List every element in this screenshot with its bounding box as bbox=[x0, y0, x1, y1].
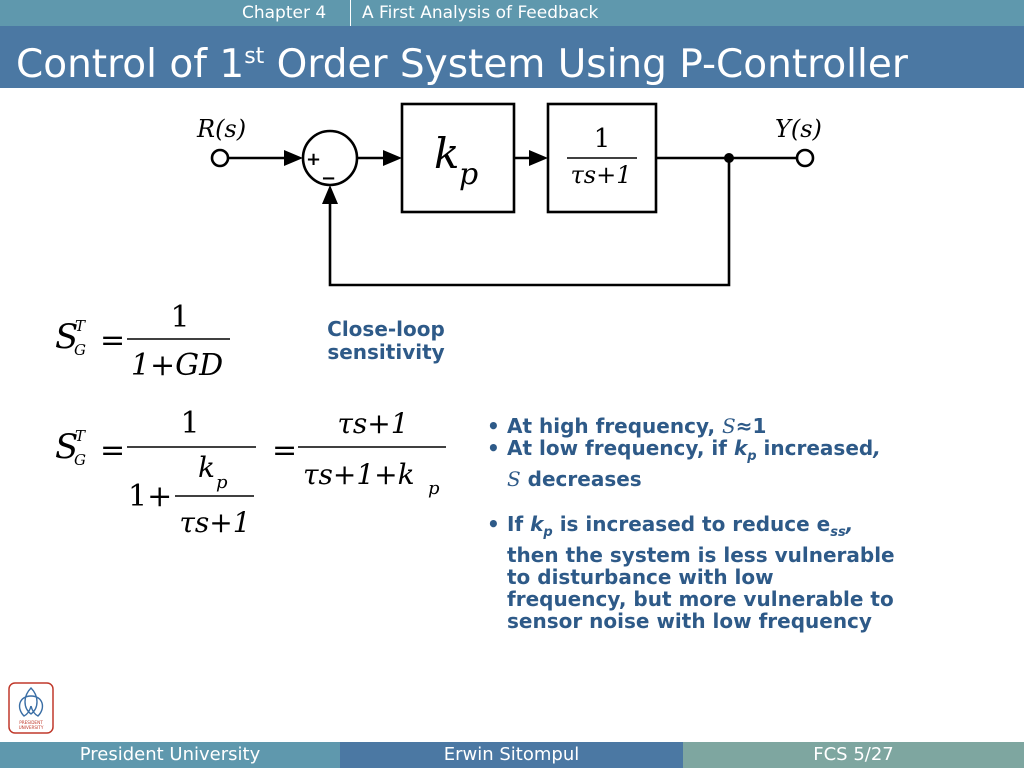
sensitivity-label-line2: sensitivity bbox=[327, 340, 445, 364]
sensitivity-symbol: S bbox=[722, 414, 736, 438]
footer-page-number: FCS 5/27 bbox=[683, 742, 1024, 768]
title-superscript: st bbox=[244, 44, 265, 69]
bullet-dot: • bbox=[487, 436, 500, 460]
eq2-inner-subscript: p bbox=[216, 472, 228, 493]
plant-numerator: 1 bbox=[594, 124, 611, 154]
bullet-text: At high frequency, bbox=[507, 414, 722, 438]
branch-point bbox=[724, 153, 734, 163]
arrow-feedback bbox=[322, 185, 338, 204]
output-node bbox=[795, 148, 815, 168]
eq2-rhs-subscript: p bbox=[428, 478, 440, 499]
eq1-sensitivity-symbol: S bbox=[55, 317, 78, 357]
footer-author: Erwin Sitompul bbox=[340, 742, 683, 768]
bullet-text: , bbox=[845, 512, 854, 536]
eq2-inner-numerator: k bbox=[198, 451, 215, 484]
gain-subscript: p bbox=[543, 525, 553, 540]
bullet-text: frequency, but more vulnerable to bbox=[507, 587, 894, 611]
eq2-rhs-denominator: τs+1+k bbox=[303, 458, 415, 491]
bullet-text: sensor noise with low frequency bbox=[507, 609, 872, 633]
eq2-denominator-prefix: 1+ bbox=[128, 479, 172, 514]
arrow-to-controller bbox=[383, 150, 402, 166]
eq2-rhs-numerator: τs+1 bbox=[337, 407, 408, 440]
bullet-text: , bbox=[873, 436, 881, 460]
bullet-text: If bbox=[507, 512, 531, 536]
plant-denominator: τs+1 bbox=[571, 161, 632, 189]
bullet-high-frequency: • At high frequency, S≈1 bbox=[487, 415, 987, 437]
sensitivity-label: Close-loop sensitivity bbox=[300, 318, 472, 364]
bullet-text: increased bbox=[756, 436, 874, 460]
footer-bar: President University Erwin Sitompul FCS … bbox=[0, 742, 1024, 768]
eq1-subscript: G bbox=[74, 341, 86, 359]
slide-title: Control of 1st Order System Using P-Cont… bbox=[16, 32, 908, 90]
chapter-number: Chapter 4 bbox=[242, 3, 327, 23]
president-university-logo: PRESIDENT UNIVERSITY bbox=[8, 682, 54, 734]
bullet-text: decreases bbox=[520, 467, 642, 491]
sensitivity-symbol: S bbox=[507, 467, 521, 491]
logo-text-1: PRESIDENT bbox=[19, 720, 43, 725]
feedback-path bbox=[328, 158, 731, 287]
chapter-bar bbox=[0, 0, 1024, 26]
title-post: Order System Using P-Controller bbox=[264, 42, 908, 87]
eq1-numerator: 1 bbox=[170, 300, 189, 335]
controller-gain: k bbox=[434, 129, 459, 178]
eq1-denominator: 1+GD bbox=[131, 348, 223, 383]
eq2-numerator: 1 bbox=[180, 406, 199, 441]
title-bar bbox=[0, 26, 1024, 88]
eq2-equals: = bbox=[100, 433, 125, 468]
bullet-dot: • bbox=[487, 512, 500, 536]
arrow-to-junction bbox=[284, 150, 303, 166]
eq2-inner-denominator: τs+1 bbox=[179, 506, 250, 539]
controller-subscript: p bbox=[459, 157, 478, 192]
logo-text-2: UNIVERSITY bbox=[19, 725, 44, 730]
chapter-divider bbox=[350, 0, 351, 26]
input-label: R(s) bbox=[196, 115, 246, 143]
bullet-low-frequency: • At low frequency, if kp increased, S dec… bbox=[487, 437, 987, 490]
bullet-kp-tradeoff: • If kp is increased to reduce ess, then … bbox=[487, 513, 987, 632]
eq1-superscript: T bbox=[75, 317, 86, 335]
bullet-dot: • bbox=[487, 414, 500, 438]
bullet-text: ≈1 bbox=[735, 414, 767, 438]
gain-symbol: k bbox=[530, 512, 544, 536]
eq2-equals-2: = bbox=[272, 433, 297, 468]
plus-sign: + bbox=[306, 149, 321, 170]
bullet-list: •At high frequency, S≈1 •At low frequenc… bbox=[487, 415, 987, 632]
title-pre: Control of 1 bbox=[16, 42, 245, 87]
eq1-equals: = bbox=[100, 323, 125, 358]
gain-symbol: k bbox=[733, 436, 748, 460]
sensitivity-label-line1: Close-loop bbox=[327, 317, 445, 341]
bullet-text: At low frequency, if bbox=[507, 436, 734, 460]
footer-university: President University bbox=[0, 742, 340, 768]
bullet-text: to disturbance with low bbox=[507, 565, 774, 589]
arrow-to-plant bbox=[529, 150, 548, 166]
bullet-text: then the system is less vulnerable bbox=[507, 543, 895, 567]
eq2-subscript: G bbox=[74, 451, 86, 469]
error-subscript: ss bbox=[830, 525, 846, 540]
minus-sign: − bbox=[321, 168, 336, 189]
chapter-title: A First Analysis of Feedback bbox=[362, 3, 599, 23]
eq2-superscript: T bbox=[75, 427, 86, 445]
gain-subscript: p bbox=[747, 449, 757, 464]
eq2-sensitivity-symbol: S bbox=[55, 427, 78, 467]
bullet-text: is increased to reduce e bbox=[552, 512, 831, 536]
output-label: Y(s) bbox=[775, 115, 822, 143]
